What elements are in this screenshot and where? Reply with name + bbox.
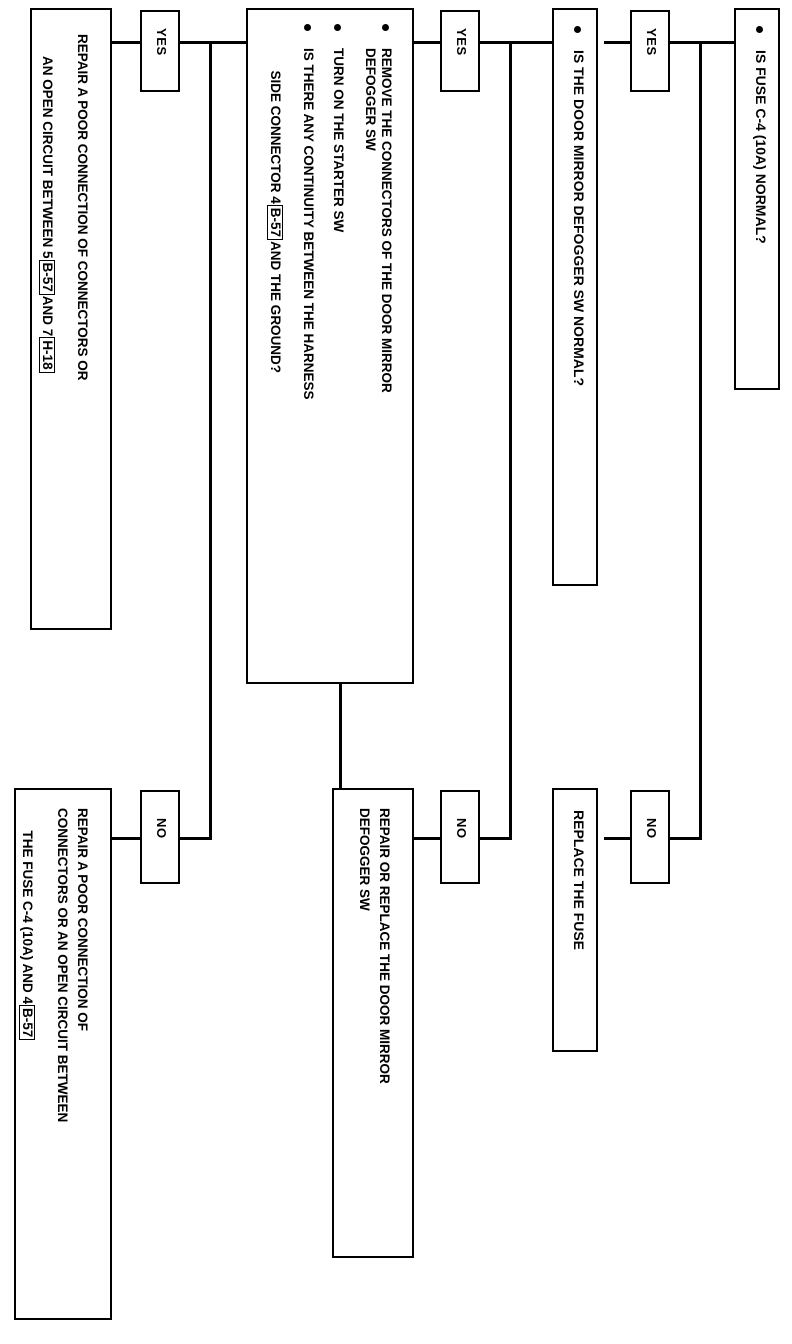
procedure-line-5: SIDE CONNECTOR 4B-57AND THE GROUND? [252,48,298,373]
bullet-point-icon [382,24,389,31]
connector-no1-leg-right [668,837,702,840]
repair-fuse-4-line-2: CONNECTORS OR AN OPEN CIRCUIT BETWEEN [55,808,70,1123]
question-box-fuse[interactable]: IS FUSE C-4 (10A) NORMAL? [734,8,780,390]
connector-no1-leg-left [604,837,630,840]
action-box-repair-fuse-4[interactable]: REPAIR A POOR CONNECTION OF CONNECTORS O… [14,788,112,1320]
procedure-line-2: DEFOGGER SW [363,48,378,151]
connector-no-branch-sw [509,41,512,839]
connector-no3-leg-right [178,837,212,840]
label-yes-text: YES [644,28,659,56]
question-fuse-text: IS FUSE C-4 (10A) NORMAL? [753,50,769,244]
procedure-line-3: TURN ON THE STARTER SW [331,48,346,233]
bullet-point-icon [756,26,763,33]
connector-code-chip-b57: B-57 [19,1005,35,1041]
connector-yes1-to-sw [604,41,630,44]
label-box-no-sw[interactable]: NO [440,790,480,884]
question-defogger-sw-text: IS THE DOOR MIRROR DEFOGGER SW NORMAL? [571,50,587,386]
repair-fuse-4-line-3: THE FUSE C-4 (10A) AND 4B-57 [16,808,50,1041]
procedure-line-5-part-a: SIDE CONNECTOR 4 [267,70,283,204]
label-box-no-continuity[interactable]: NO [140,790,180,884]
repair-replace-sw-line-1: REPAIR OR REPLACE THE DOOR MIRROR [377,808,392,1084]
connector-sw-yes [478,41,552,44]
connector-proc-yes [178,41,250,44]
label-yes-text: YES [154,28,169,56]
label-no-text: NO [154,818,169,839]
repair-5-7-line-2: AN OPEN CIRCUIT BETWEEN 5B-57AND 7H-18 [32,34,70,374]
connector-code-chip-b57: B-57 [267,204,283,241]
procedure-line-1: REMOVE THE CONNECTORS OF THE DOOR MIRROR [379,48,394,393]
procedure-line-4: IS THERE ANY CONTINUITY BETWEEN THE HARN… [301,48,316,400]
label-box-yes-fuse[interactable]: YES [630,10,670,92]
repair-fuse-4-part-a: THE FUSE C-4 (10A) AND 4 [19,830,35,1005]
bullet-point-icon [304,24,311,31]
connector-code-chip-b57: B-57 [39,259,55,295]
question-box-defogger-sw[interactable]: IS THE DOOR MIRROR DEFOGGER SW NORMAL? [552,8,598,586]
label-box-yes-sw[interactable]: YES [440,10,480,92]
connector-code-chip-h18: H-18 [39,337,55,373]
connector-no2-leg-left [412,837,440,840]
action-box-replace-fuse[interactable]: REPLACE THE FUSE [552,788,598,1052]
connector-no-branch-repair [209,41,212,839]
repair-replace-sw-line-2: DEFOGGER SW [357,808,372,911]
repair-5-7-part-a: AN OPEN CIRCUIT BETWEEN 5 [39,56,55,259]
action-box-repair-5-7[interactable]: REPAIR A POOR CONNECTION OF CONNECTORS O… [30,8,112,630]
label-box-yes-continuity[interactable]: YES [140,10,180,92]
connector-no2-leg-right [478,837,512,840]
label-no-text: NO [644,818,659,839]
repair-5-7-line-1: REPAIR A POOR CONNECTION OF CONNECTORS O… [75,34,90,381]
connector-no-branch-fuse [699,41,702,839]
bullet-point-icon [574,26,581,33]
connector-yes2-to-proc [412,41,440,44]
procedure-line-5-part-c: AND THE GROUND? [267,241,283,374]
repair-5-7-part-c: AND 7 [39,295,55,337]
label-no-text: NO [454,818,469,839]
label-box-no-fuse[interactable]: NO [630,790,670,884]
connector-spine-fuse-yes [668,41,750,44]
action-box-repair-replace-sw[interactable]: REPAIR OR REPLACE THE DOOR MIRROR DEFOGG… [332,788,414,1258]
replace-fuse-text: REPLACE THE FUSE [571,810,587,951]
repair-fuse-4-line-1: REPAIR A POOR CONNECTION OF [75,808,90,1032]
label-yes-text: YES [454,28,469,56]
connector-no3-leg-left [112,837,140,840]
procedure-box-continuity[interactable]: REMOVE THE CONNECTORS OF THE DOOR MIRROR… [246,8,414,684]
connector-yes3-to-repair [112,41,140,44]
bullet-point-icon [334,24,341,31]
